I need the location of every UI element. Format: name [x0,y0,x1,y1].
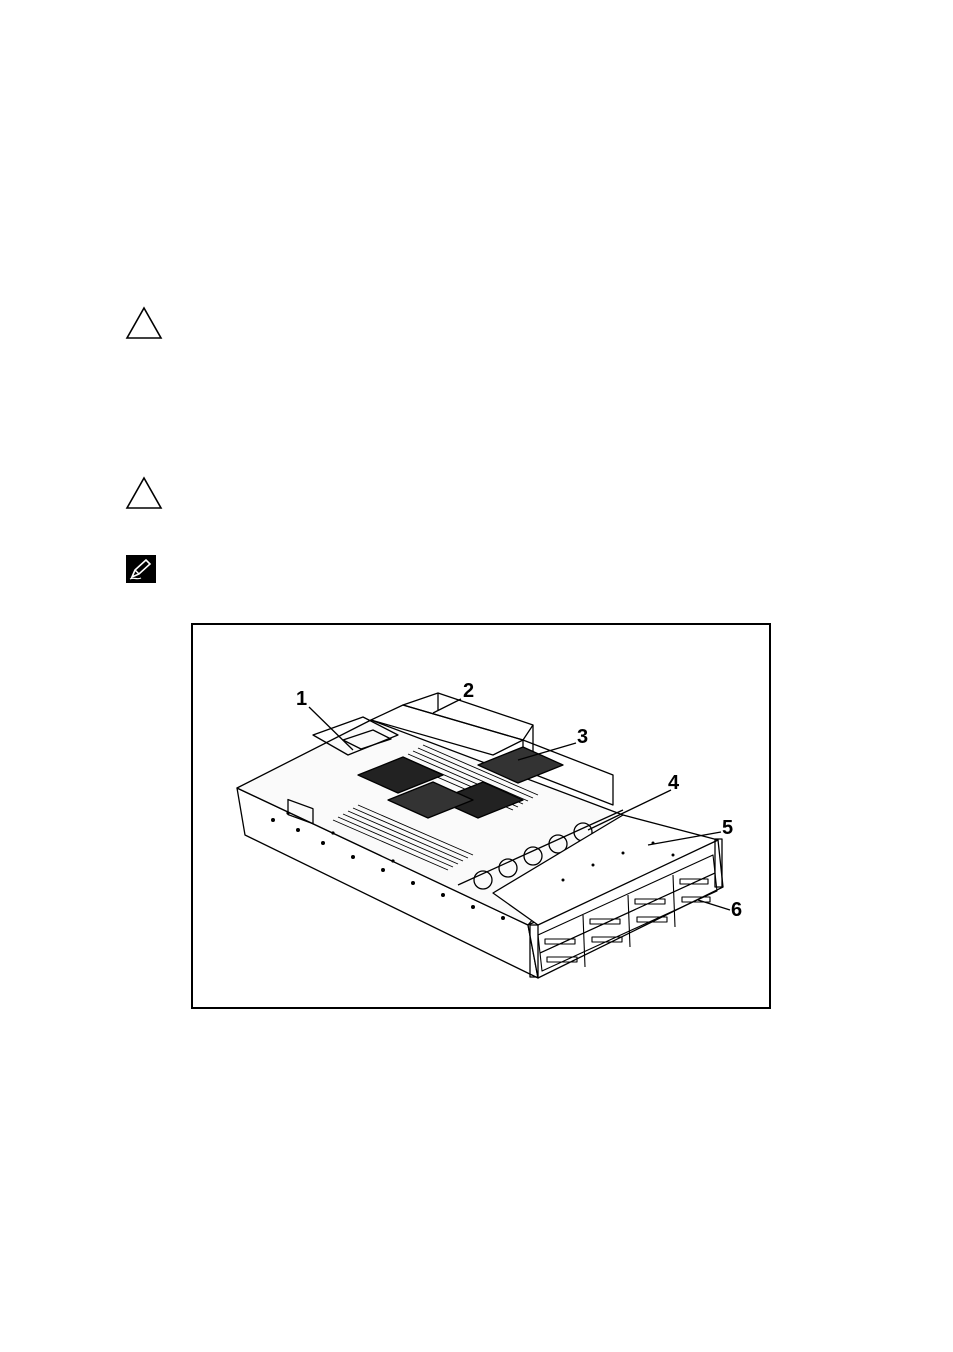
callout-number: 6 [731,900,742,920]
callout-number: 3 [577,727,588,747]
caution-icon [125,306,163,340]
callout-number: 5 [722,818,733,838]
callout-number: 1 [296,689,307,709]
callout-number: 2 [463,681,474,701]
note-pencil-icon [126,555,156,583]
server-chassis-illustration [193,625,769,1007]
system-inside-figure: 1 2 3 4 5 6 [191,623,771,1009]
caution-icon [125,476,163,510]
callout-number: 4 [668,773,679,793]
